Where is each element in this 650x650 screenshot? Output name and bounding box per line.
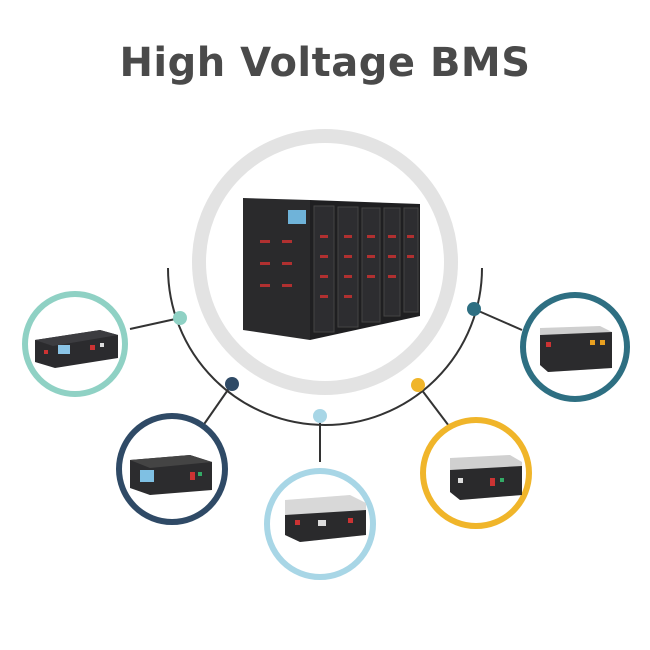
connector-line-4 — [417, 384, 453, 431]
bms-unit-image-5 — [540, 326, 612, 372]
connector-line-2 — [199, 383, 233, 431]
satellite-5 — [520, 292, 630, 402]
connector-dot-5 — [467, 302, 481, 316]
bms-unit-image-3 — [285, 495, 366, 542]
bms-unit-image-4 — [450, 455, 522, 500]
satellite-3 — [264, 468, 376, 580]
page-title: High Voltage BMS — [119, 40, 531, 86]
connector-dot-2 — [225, 377, 239, 391]
satellite-2 — [116, 413, 228, 525]
satellite-1 — [22, 291, 128, 397]
satellite-4 — [420, 417, 532, 529]
connector-line-1 — [129, 317, 181, 330]
hub — [192, 129, 458, 395]
connector-dot-3 — [313, 409, 327, 423]
connector-arc — [167, 267, 483, 426]
connector-dot-4 — [411, 378, 425, 392]
connector-dot-1 — [173, 311, 187, 325]
connector-line-5 — [473, 308, 523, 331]
battery-cabinet-image — [243, 198, 420, 340]
bms-unit-image-1 — [35, 330, 118, 368]
bms-unit-image-2 — [130, 455, 212, 495]
